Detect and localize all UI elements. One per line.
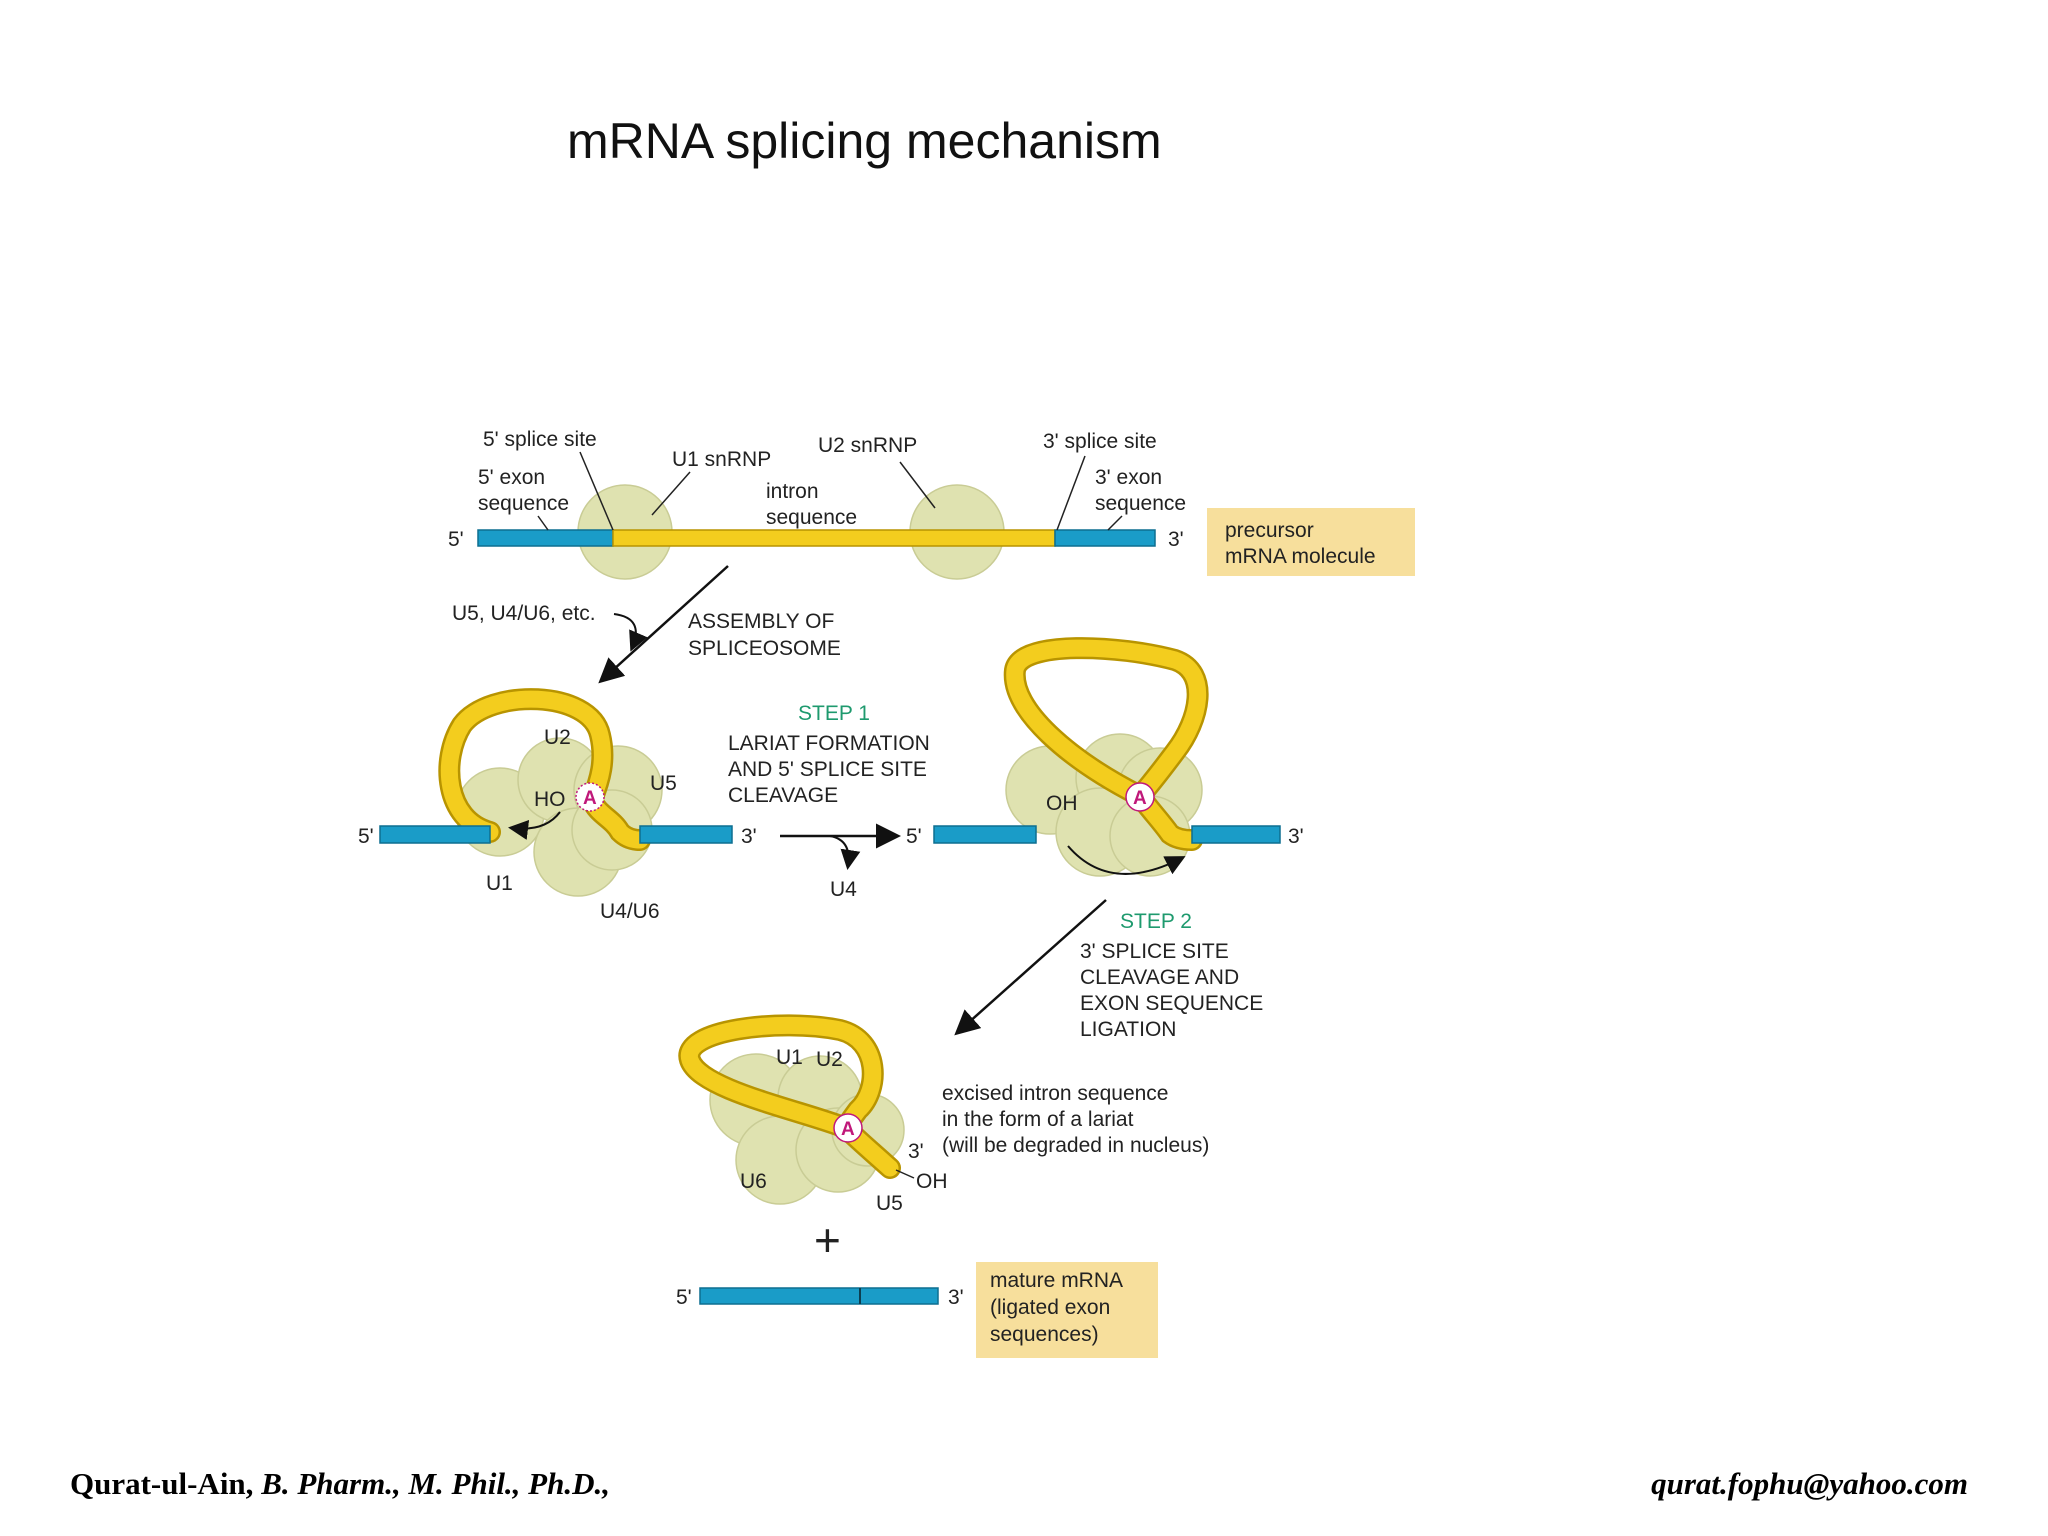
branch-point-adenosine: [575, 782, 605, 812]
step1: STEP 1 LARIAT FORMATION AND 5' SPLICE SI…: [728, 702, 930, 901]
branch-point-a-label: A: [1133, 788, 1147, 809]
u1-snrnp-label: U1 snRNP: [672, 448, 771, 471]
three-exon-bar: [1054, 529, 1156, 547]
three-exon-bar: [639, 825, 733, 844]
u4-release-arrow: [829, 835, 861, 870]
three-splice-site-label: 3' splice site: [1043, 430, 1157, 453]
author-credentials: B. Pharm., M. Phil., Ph.D.,: [253, 1466, 610, 1501]
five-exon-label-line1: 5' exon: [478, 466, 545, 489]
lariat-oh-pointer: [895, 1169, 915, 1179]
assembly-arrow: [598, 565, 729, 684]
step2-label-line3: EXON SEQUENCE: [1080, 992, 1263, 1015]
mature-5prime: 5': [676, 1286, 692, 1309]
footer-author: Qurat-ul-Ain, B. Pharm., M. Phil., Ph.D.…: [70, 1466, 610, 1502]
five-splice-site-label: 5' splice site: [483, 428, 597, 451]
step1-title: STEP 1: [798, 702, 870, 725]
u5-label: U5: [650, 772, 677, 795]
assembly-factors-label: U5, U4/U6, etc.: [452, 602, 596, 625]
spliceosome-5prime: 5': [358, 825, 374, 848]
five-exon-pointer: [537, 515, 549, 531]
mature-box-line2: (ligated exon: [990, 1296, 1110, 1319]
lariat-loop: [1006, 639, 1206, 849]
intermediate-5prime: 5': [906, 825, 922, 848]
precursor-5prime: 5': [448, 528, 464, 551]
excised-lariat: A U1 U2 3' OH U6 U5 excised intron seque…: [678, 1014, 1209, 1215]
step1-label-line2: AND 5' SPLICE SITE: [728, 758, 927, 781]
lariat-3prime-label: 3': [908, 1140, 924, 1163]
precursor-3prime: 3': [1168, 528, 1184, 551]
intron-label-line2: sequence: [766, 506, 857, 529]
author-name: Qurat-ul-Ain,: [70, 1466, 254, 1501]
intron-loop: [440, 690, 649, 849]
mature-3prime: 3': [948, 1286, 964, 1309]
exon-joining-arrow: [1067, 845, 1186, 875]
intron-bar: [612, 529, 1056, 547]
oh-label: OH: [1046, 792, 1078, 815]
assembly-label-line2: SPLICEOSOME: [688, 637, 841, 660]
precursor-label-box: [1207, 508, 1415, 576]
intron-label-line1: intron: [766, 480, 819, 503]
lariat-u5-label: U5: [876, 1192, 903, 1215]
precursor-mrna: 5' 3' 5' splice site 5' exon sequence U1…: [448, 428, 1415, 580]
footer-email: qurat.fophu@yahoo.com: [1651, 1466, 1968, 1501]
mature-box-line1: mature mRNA: [990, 1269, 1123, 1292]
precursor-box-line1: precursor: [1225, 519, 1314, 542]
u2-snrnp-pointer: [899, 461, 936, 509]
lariat-label-line3: (will be degraded in nucleus): [942, 1134, 1209, 1157]
assembly-factor-entry-arrow: [613, 613, 648, 652]
step2-arrow: [954, 899, 1107, 1036]
u4-released-label: U4: [830, 878, 857, 901]
three-exon-bar: [1191, 825, 1281, 844]
three-exon-pointer: [1107, 515, 1123, 531]
u4u6-label: U4/U6: [600, 900, 660, 923]
nucleophilic-attack-arrow: [508, 811, 561, 840]
branch-point-a-label: A: [841, 1119, 855, 1140]
mature-mrna-bar: [699, 1287, 939, 1305]
step2-label-line4: LIGATION: [1080, 1018, 1176, 1041]
mature-label-box: [976, 1262, 1158, 1358]
assembly-step: U5, U4/U6, etc. ASSEMBLY OF SPLICEOSOME: [452, 565, 841, 684]
step2-label-line1: 3' SPLICE SITE: [1080, 940, 1229, 963]
branch-point-adenosine: [833, 1113, 863, 1143]
five-exon-bar: [477, 529, 614, 547]
three-exon-label-line2: sequence: [1095, 492, 1186, 515]
five-exon-label-line2: sequence: [478, 492, 569, 515]
lariat-u1-label: U1: [776, 1046, 803, 1069]
assembly-label-line1: ASSEMBLY OF: [688, 610, 834, 633]
lariat-u6-label: U6: [740, 1170, 767, 1193]
mature-mrna: + 5' 3' mature mRNA (ligated exon sequen…: [676, 1214, 1158, 1358]
step1-label-line1: LARIAT FORMATION: [728, 732, 930, 755]
lariat-oh-label: OH: [916, 1170, 948, 1193]
five-exon-bar: [379, 825, 491, 844]
ho-label: HO: [534, 788, 566, 811]
three-splice-site-pointer: [1056, 455, 1086, 531]
u2-label: U2: [544, 726, 571, 749]
three-exon-label-line1: 3' exon: [1095, 466, 1162, 489]
five-exon-bar: [933, 825, 1037, 844]
precursor-box-line2: mRNA molecule: [1225, 545, 1376, 568]
lariat-intermediate: A 5' 3' OH: [906, 637, 1304, 877]
step2-title: STEP 2: [1120, 910, 1192, 933]
slide-title: mRNA splicing mechanism: [567, 113, 1162, 169]
plus-sign: +: [814, 1214, 841, 1266]
branch-point-a-label: A: [583, 788, 597, 809]
branch-point-adenosine: [1125, 782, 1155, 812]
lariat-label-line2: in the form of a lariat: [942, 1108, 1134, 1131]
u2-snrnp-label: U2 snRNP: [818, 434, 917, 457]
u1-snrnp-pointer: [651, 471, 691, 516]
spliceosome-complex: A 5' 3' U2 HO U5 U1 U4/U6: [358, 688, 757, 923]
u1-label: U1: [486, 872, 513, 895]
lariat-label-line1: excised intron sequence: [942, 1082, 1168, 1105]
step2-label-line2: CLEAVAGE AND: [1080, 966, 1239, 989]
mature-box-line3: sequences): [990, 1323, 1099, 1346]
spliceosome-3prime: 3': [741, 825, 757, 848]
intermediate-3prime: 3': [1288, 825, 1304, 848]
lariat-u2-label: U2: [816, 1048, 843, 1071]
step2: STEP 2 3' SPLICE SITE CLEAVAGE AND EXON …: [954, 899, 1263, 1041]
step1-label-line3: CLEAVAGE: [728, 784, 838, 807]
five-splice-site-pointer: [579, 451, 614, 531]
